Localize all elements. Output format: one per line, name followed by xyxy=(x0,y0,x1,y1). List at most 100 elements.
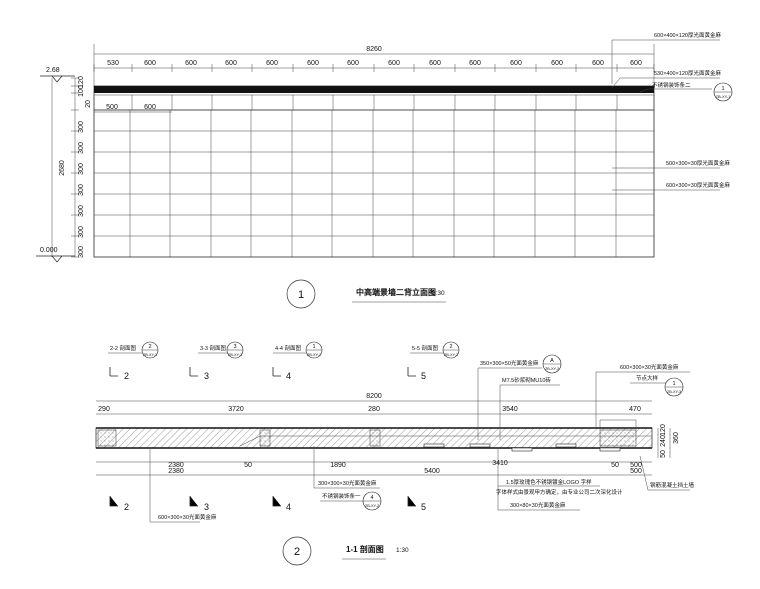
elev-number: 1 xyxy=(298,289,304,301)
elev-left-dim: 300 xyxy=(78,205,85,217)
section-scale: 1:30 xyxy=(396,547,409,554)
elev-dim: 600 xyxy=(266,60,278,67)
cut-mark-bottom: 2 xyxy=(124,502,129,512)
cut-ref-sheet: ZB-XY-2 xyxy=(307,353,321,357)
elev-ref-num: 1 xyxy=(721,86,724,92)
elev-row2-dim: 500 xyxy=(106,104,118,111)
elev-dim: 600 xyxy=(469,60,481,67)
elev-scale: 1:30 xyxy=(432,290,445,297)
cut-mark-bottom: 5 xyxy=(421,502,426,512)
section-right-dim: 50 xyxy=(660,450,667,458)
elev-left-dim: 300 xyxy=(78,184,85,196)
elevation-view: 8260 530 600 600 600 600 600 600 600 600… xyxy=(36,31,733,309)
section-note: 300×300×30光面黄金麻 xyxy=(318,479,377,487)
elev-ref-sheet: ZB-XY-1 xyxy=(716,94,732,99)
elev-left-dim: 300 xyxy=(78,246,85,258)
elev-dim: 600 xyxy=(347,60,359,67)
elev-top-dims: 530 600 600 600 600 600 600 600 600 600 … xyxy=(107,60,642,67)
cut-ref-sheet: ZB-XY-1 xyxy=(228,353,242,357)
elev-dim: 600 xyxy=(551,60,563,67)
section-bottom-dim: 3410 xyxy=(492,460,508,467)
section-top-dim: 290 xyxy=(98,406,110,413)
elev-row2-dim: 600 xyxy=(144,104,156,111)
section-bottom-dim: 1890 xyxy=(330,462,346,469)
elev-note: 500×300×30厚光面黄金麻 xyxy=(666,159,730,167)
elev-dim: 600 xyxy=(592,60,604,67)
section-note: 300×80×30光面黄金麻 xyxy=(510,501,566,509)
elev-note: 530×400×120厚光面黄金麻 xyxy=(654,69,721,77)
elev-dim: 600 xyxy=(185,60,197,67)
section-note: 不锈钢装饰条一 xyxy=(322,492,361,500)
cut-label: 5-5 剖面图 xyxy=(412,344,438,352)
section-note: 600×300×30光面黄金麻 xyxy=(158,513,217,521)
section-total-width: 8200 xyxy=(366,393,382,400)
section-cut-refs: 2-2 剖面图 2 ZB-XY-1 3-3 剖面图 3 ZB-XY-1 4-4 … xyxy=(108,341,460,359)
elev-notes: 600×400×120厚光面黄金麻 530×400×120厚光面黄金麻 不锈钢装… xyxy=(611,31,733,191)
cut-ref-num: 3 xyxy=(233,344,236,350)
logo-supports xyxy=(423,443,621,452)
section-note: 钢筋混凝土挡土墙 xyxy=(650,481,695,489)
section-note: 节点大样 xyxy=(636,374,659,382)
cut-ref-sheet: ZB-XY-1 xyxy=(143,353,157,357)
section-title: 1-1 剖面图 xyxy=(346,544,384,554)
elev-note: 600×300×30厚光面黄金麻 xyxy=(666,181,730,189)
elev-dim: 600 xyxy=(307,60,319,67)
section-bottom-dim: 5400 xyxy=(424,468,440,475)
section-bottom-dim: 2380 xyxy=(168,462,184,469)
elev-left-dim: 300 xyxy=(78,142,85,154)
section-tag-a-num: A xyxy=(550,358,554,364)
elev-total-height: 2680 xyxy=(59,160,66,176)
cut-mark: 3 xyxy=(204,371,209,381)
elev-wall-outline xyxy=(93,85,655,258)
section-tag-b-num: 1 xyxy=(672,381,675,387)
cut-mark: 2 xyxy=(124,371,129,381)
elev-left-dim: 300 xyxy=(78,226,85,238)
section-tag-b-sheet: ZB-XY-3 xyxy=(667,390,681,394)
elev-note: 不锈钢装饰条二 xyxy=(652,81,691,89)
level-marker-icon xyxy=(36,255,75,263)
elev-dim: 600 xyxy=(144,60,156,67)
elev-left-dim: 300 xyxy=(78,163,85,175)
cut-ref-num: 1 xyxy=(312,344,315,350)
cut-ref-sheet: ZB-XY-2 xyxy=(444,353,458,357)
cut-mark-bottom: 3 xyxy=(204,502,209,512)
elev-title: 中高端景墙二背立面图 xyxy=(356,287,436,297)
cut-label: 3-3 剖面图 xyxy=(200,344,226,352)
elev-total-width: 8260 xyxy=(366,46,382,53)
cut-ref-num: 2 xyxy=(449,344,452,350)
section-tag-c-num: 4 xyxy=(370,495,373,501)
elev-left-dim: 300 xyxy=(78,121,85,133)
elev-left-dim: 100 xyxy=(78,85,85,97)
drawing-number-circle-icon xyxy=(282,536,312,566)
cut-mark: 4 xyxy=(286,371,291,381)
section-cut-marks-bottom: 2 3 4 5 xyxy=(109,496,426,512)
elev-left-dim: 20 xyxy=(85,100,92,108)
section-bottom-dim: 500 xyxy=(630,468,642,475)
section-bottom-dim: 50 xyxy=(611,462,619,469)
elev-dim: 600 xyxy=(225,60,237,67)
section-right-dim: 240 xyxy=(660,435,667,447)
section-bottom-dim: 2380 xyxy=(168,468,184,475)
elev-note: 600×400×120厚光面黄金麻 xyxy=(654,31,721,39)
elev-dim: 600 xyxy=(429,60,441,67)
level-marker-icon xyxy=(40,75,75,83)
section-note: 350×300×50光面黄金麻 xyxy=(480,359,539,367)
cut-mark: 5 xyxy=(421,371,426,381)
drawing-number-circle-icon xyxy=(286,279,316,309)
section-note: 字体样式由景观甲方确定，由专业公司二次深化设计 xyxy=(496,488,623,496)
section-cut-marks-top: 2 3 4 5 xyxy=(109,367,426,381)
elev-dim: 530 xyxy=(107,60,119,67)
elev-level-top: 2.68 xyxy=(46,67,60,74)
section-tag-c-sheet: ZB-XY-2 xyxy=(365,504,379,508)
elev-left-dim: 120 xyxy=(78,76,85,88)
section-number: 2 xyxy=(294,546,300,558)
section-right-dim: 120 xyxy=(660,424,667,436)
section-top-dim: 470 xyxy=(629,406,641,413)
section-view: 2-2 剖面图 2 ZB-XY-1 3-3 剖面图 3 ZB-XY-1 4-4 … xyxy=(95,341,695,566)
elev-capstone-band xyxy=(94,86,654,93)
section-note: M7.5砂浆砌MU10砖 xyxy=(502,376,551,384)
section-note: 600×300×30光面黄金麻 xyxy=(620,363,679,371)
cut-ref-num: 2 xyxy=(148,344,151,350)
cut-label: 2-2 剖面图 xyxy=(110,344,136,352)
section-top-dim: 3720 xyxy=(228,406,244,413)
